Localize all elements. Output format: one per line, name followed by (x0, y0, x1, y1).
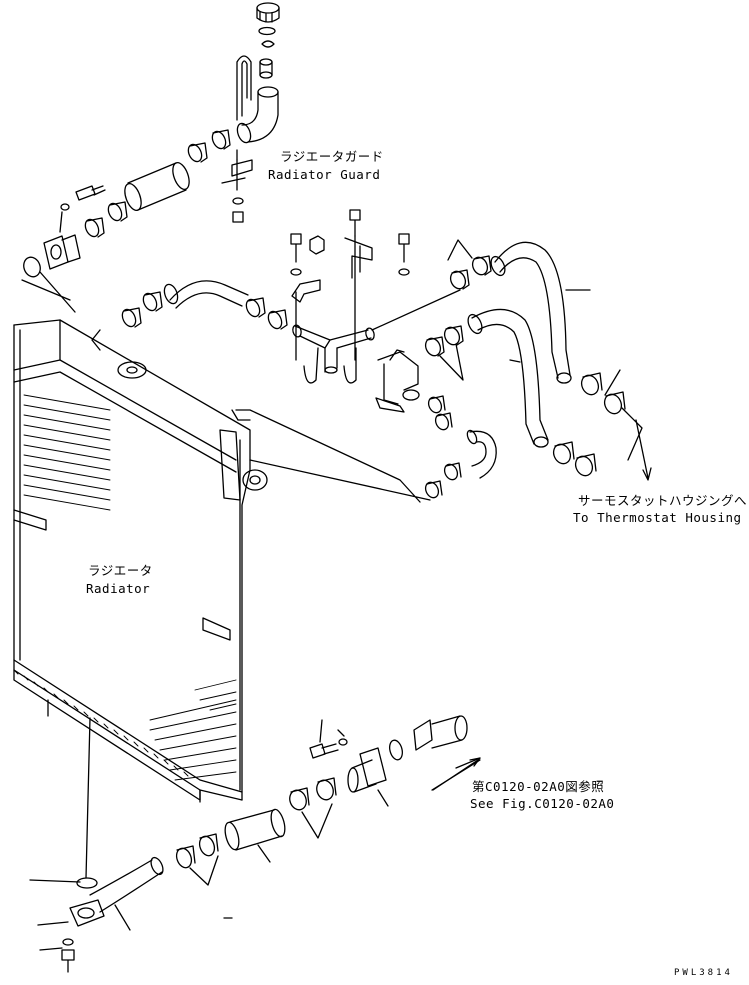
hose-clamp (141, 291, 162, 312)
o-ring (77, 878, 97, 888)
leader-line (448, 240, 472, 260)
bypass-hose (162, 281, 248, 308)
leader-line (22, 212, 75, 312)
spring-part (260, 59, 272, 78)
o-ring (388, 739, 405, 761)
hose-clamp (120, 307, 141, 328)
tee-pipe (292, 324, 376, 373)
radiator-fins (14, 395, 236, 780)
lower-straight-hose (223, 808, 288, 862)
washer (399, 269, 409, 275)
u-bolt (237, 56, 251, 120)
hose-clamp (470, 255, 491, 277)
guard-bracket (222, 150, 252, 222)
see-fig-arrow (433, 758, 480, 790)
leader-line (236, 410, 430, 502)
pipe-bracket (292, 238, 372, 302)
bolt (291, 234, 301, 262)
hose-clamp (579, 373, 602, 398)
drawing-code: PWL3814 (674, 968, 733, 978)
leader-line (296, 236, 460, 360)
u-bolt (304, 348, 356, 383)
hose-clamp (174, 846, 195, 870)
hose-clamp (426, 395, 445, 415)
leader-line (605, 370, 642, 460)
hose-clamp (442, 462, 461, 482)
leader-line (440, 344, 463, 380)
hose-clamp (287, 788, 309, 812)
bolt (62, 950, 74, 972)
radiator-label-en: Radiator (86, 581, 151, 596)
thermostat-arrow (636, 420, 651, 480)
radiator-cap (257, 3, 279, 22)
hose-clamp (423, 336, 444, 358)
bolt (399, 234, 409, 262)
bolt (350, 210, 360, 236)
leader-line (302, 804, 332, 838)
leader-line (30, 718, 90, 950)
hose-clamp (442, 325, 463, 347)
hose-clamp (573, 454, 596, 479)
radiator-guard-label-en: Radiator Guard (268, 167, 381, 182)
hose-clamp (266, 309, 287, 330)
bolt (76, 186, 105, 200)
hose-clamp (83, 217, 104, 238)
thermostat-label-jp: サーモスタットハウジングへ (578, 493, 748, 508)
radiator-core (14, 320, 267, 802)
filler-neck-elbow (235, 87, 278, 144)
hose-clamp (448, 269, 469, 291)
clip-ring (262, 41, 274, 47)
thermostat-hose-lower (465, 309, 548, 447)
hose-clamp (197, 834, 218, 858)
inlet-flange (44, 235, 80, 269)
bolt (310, 744, 338, 758)
hose-clamp (551, 442, 574, 467)
leader-line (190, 856, 218, 885)
washer (61, 204, 69, 210)
o-ring (21, 255, 43, 279)
radiator-label-jp: ラジエータ (88, 563, 153, 578)
outlet-flange-pipe (414, 716, 467, 750)
hose-clamp (314, 778, 336, 802)
leader-line (320, 720, 480, 806)
see-fig-label-en: See Fig.C0120-02A0 (470, 796, 615, 811)
seal-ring (259, 28, 275, 35)
washer (63, 939, 73, 945)
washer (339, 739, 347, 745)
thermostat-label-en: To Thermostat Housing (573, 510, 742, 525)
washer (291, 269, 301, 275)
hose-clamp (106, 201, 127, 222)
outlet-flange (348, 748, 386, 792)
lower-elbow-hose (70, 856, 165, 930)
thermostat-hose-upper (488, 242, 590, 383)
upper-straight-hose (122, 160, 193, 212)
hose-clamp (244, 297, 265, 318)
hose-clamp (186, 142, 207, 163)
hose-clamp (433, 412, 452, 432)
thermostat-housing (376, 350, 419, 412)
hex-nut (310, 236, 324, 254)
see-fig-label-jp: 第C0120-02A0図参照 (472, 779, 605, 794)
hose-clamp (423, 480, 442, 500)
hose-clamp (602, 392, 625, 417)
short-elbow-hose (465, 429, 496, 478)
radiator-guard-label-jp: ラジエータガード (280, 149, 384, 164)
hose-clamp (210, 129, 230, 150)
